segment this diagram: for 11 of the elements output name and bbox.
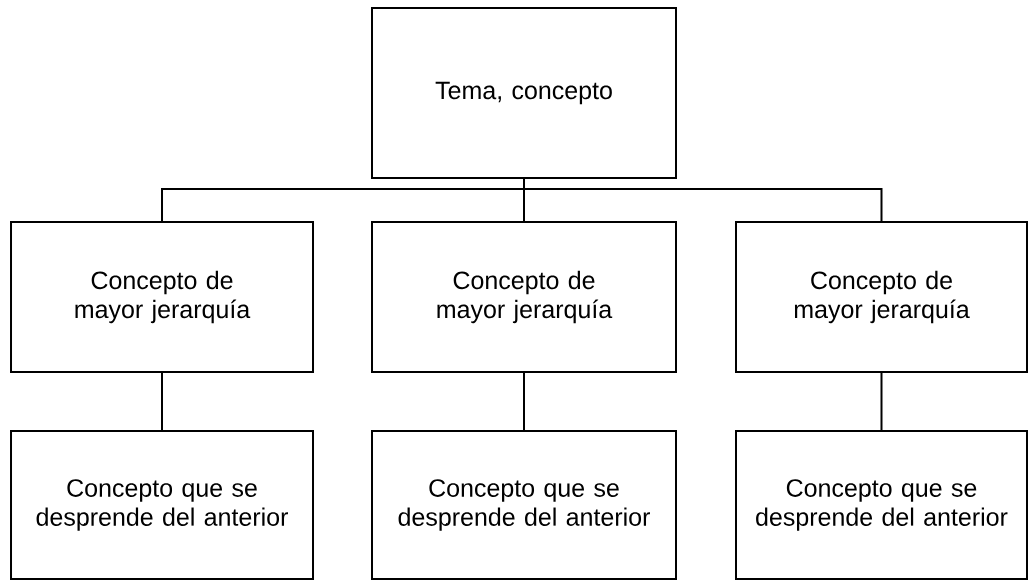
concept-box: Concepto de mayor jerarquía — [371, 221, 677, 373]
connector-line — [880, 372, 883, 431]
concept-box: Concepto de mayor jerarquía — [10, 221, 314, 373]
connector-line — [523, 178, 883, 222]
concept-box: Concepto que se desprende del anterior — [371, 430, 677, 580]
concept-box: Concepto de mayor jerarquía — [735, 221, 1028, 373]
connector-line — [523, 372, 525, 431]
concept-box: Concepto que se desprende del anterior — [735, 430, 1028, 580]
concept-box: Concepto que se desprende del anterior — [10, 430, 314, 580]
connector-line — [161, 372, 163, 431]
concept-box: Tema, concepto — [371, 7, 677, 179]
